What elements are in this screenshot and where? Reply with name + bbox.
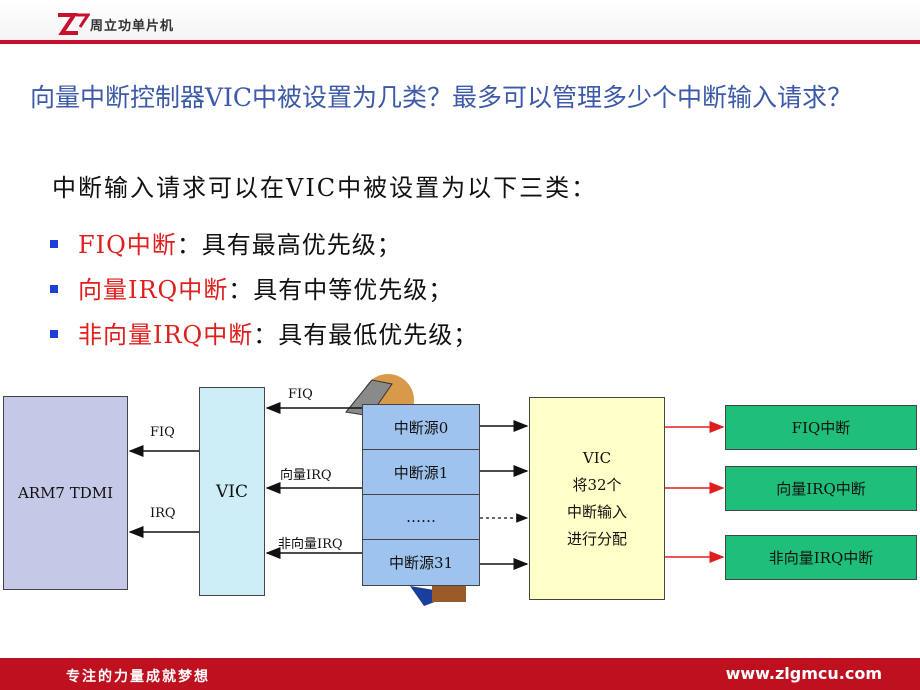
interrupt-source-ellipsis: …… <box>363 495 479 540</box>
bullet-square-icon <box>50 239 58 248</box>
interrupt-source-31: 中断源31 <box>388 554 454 572</box>
bullet-square-icon <box>50 329 58 338</box>
output-nonvectored-irq: 非向量IRQ中断 <box>725 535 917 580</box>
label-fiq-mid: FIQ <box>288 387 313 402</box>
bullet-term: FIQ中断 <box>78 231 177 259</box>
output-vectored-irq: 向量IRQ中断 <box>725 466 917 511</box>
vic-line: 将32个 <box>572 475 622 494</box>
footer-url: www.zlgmcu.com <box>725 664 882 683</box>
bullet-square-icon <box>50 284 58 293</box>
vic-line: 中断输入 <box>566 502 627 521</box>
arm7-core-box: ARM7 TDMI <box>3 396 128 590</box>
bullet-nonvectored-irq: 非向量IRQ中断：具有最低优先级； <box>50 315 478 350</box>
bullet-fiq: FIQ中断：具有最高优先级； <box>50 225 402 260</box>
interrupt-source-stack: 中断源0 中断源1 …… 中断源31 <box>362 404 480 586</box>
bullet-desc: ：具有中等优先级； <box>228 276 454 304</box>
output-fiq: FIQ中断 <box>725 405 917 450</box>
vic-line: 进行分配 <box>566 529 627 548</box>
brand-name: 周立功单片机 <box>90 19 175 34</box>
bullet-desc: ：具有最低优先级； <box>253 321 479 349</box>
interrupt-source-1: 中断源1 <box>363 450 479 495</box>
label-fiq-left: FIQ <box>150 425 175 440</box>
interrupt-source-0: 中断源0 <box>363 405 479 450</box>
vic-block: VIC <box>199 387 265 596</box>
header-band <box>0 0 920 44</box>
bullet-desc: ：具有最高优先级； <box>176 231 402 259</box>
footer-slogan: 专注的力量成就梦想 <box>66 669 210 685</box>
bullet-term: 向量IRQ中断 <box>78 276 229 304</box>
vic-line: VIC <box>582 448 612 467</box>
zlg-logo-icon <box>58 13 90 35</box>
intro-text: 中断输入请求可以在VIC中被设置为以下三类： <box>52 174 598 202</box>
bullet-vectored-irq: 向量IRQ中断：具有中等优先级； <box>50 270 453 305</box>
bullet-term: 非向量IRQ中断 <box>78 321 254 349</box>
label-nonvecirq-mid: 非向量IRQ <box>278 537 343 552</box>
label-irq-left: IRQ <box>150 506 176 521</box>
footer-band <box>0 658 920 690</box>
question-title: 向量中断控制器VIC中被设置为几类？最多可以管理多少个中断输入请求？ <box>30 83 853 112</box>
label-vecirq-mid: 向量IRQ <box>280 468 332 483</box>
vic-distributor-box: VIC 将32个 中断输入 进行分配 <box>529 397 665 600</box>
header-red-line <box>0 40 920 44</box>
